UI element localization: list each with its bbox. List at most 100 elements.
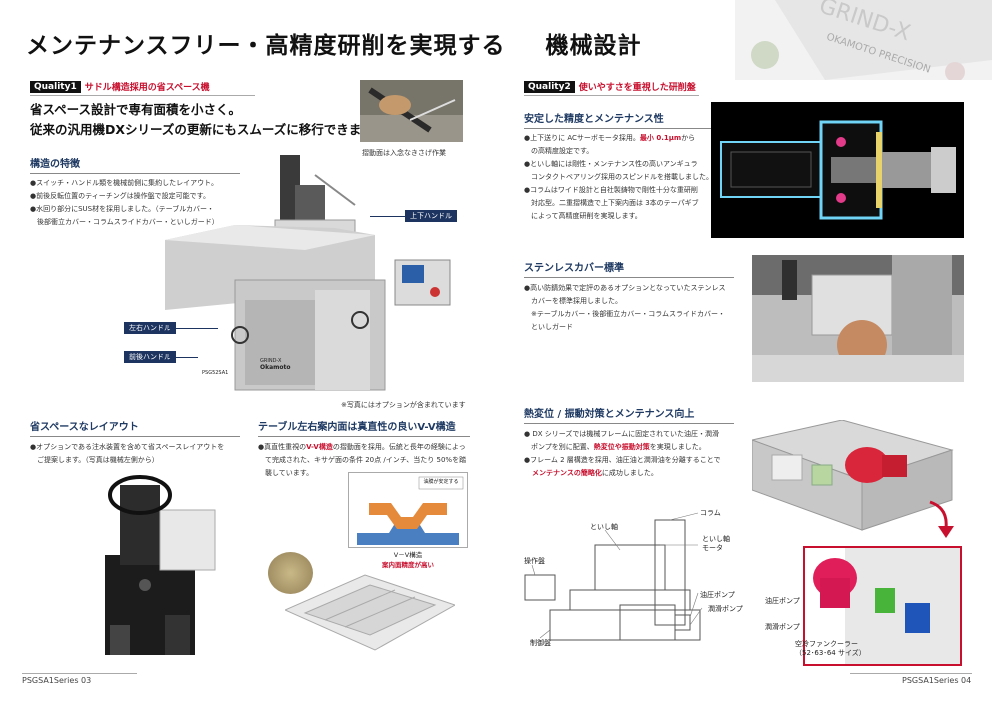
machine-model: PSG52SA1 (202, 370, 229, 376)
label-spindle-motor: といし軸 モータ (702, 535, 730, 553)
label-column: コラム (700, 509, 721, 517)
stainless-list: ●高い防錆効果で定評のあるオプションとなっていたステンレス カバーを標準採用しま… (524, 282, 744, 334)
label-oil-pump: 油圧ポンプ (700, 591, 735, 599)
product-box-photo: GRIND-X OKAMOTO PRECISION (735, 0, 992, 80)
vv-line: て完成された、キサゲ面の条件 20点 /インチ、当たり 50%を踏 (258, 456, 467, 464)
machine-photo (165, 150, 475, 400)
thermal-pre: ポンプを別に配置、 (524, 443, 594, 451)
page-title: メンテナンスフリー・高精度研削を実現する 機械設計 (26, 26, 642, 60)
brand-line: Okamoto (260, 364, 291, 371)
precision-line: コンタクトベアリング採用のスピンドルを搭載しました。 (524, 173, 713, 181)
vv-pre: ●真直性重視の (258, 443, 307, 451)
pump-label-oil: 油圧ポンプ (765, 597, 800, 605)
machine-brand: GRIND-X Okamoto (260, 358, 291, 371)
tag-lr-handle: 左右ハンドル (124, 322, 176, 334)
space-item: ●オプションである注水装置を含めて省スペースレイアウトを (30, 443, 225, 451)
pump-label-lube: 潤滑ポンプ (765, 623, 800, 631)
label-motor-line: といし軸 (702, 535, 730, 543)
quality2-tag: Quality2 使いやすさを重視した研削盤 (524, 80, 696, 93)
footer-right: PSGSA1Series 04 (902, 676, 972, 685)
pump-label-cooler: 空冷ファンクーラー （52･63･64 サイズ） (795, 640, 866, 658)
thermal-line: ●フレーム 2 層構造を採用、油圧油と潤滑油を分離することで (524, 456, 721, 464)
vv-heading: テーブル左右案内面は真直性の良いV-V構造 (258, 418, 470, 437)
vv-diagram: 油膜が安定する (348, 472, 468, 548)
thermal-text: ● DX シリーズでは機械フレームに固定されていた油圧・潤滑 ポンプを別に配置、… (524, 428, 744, 480)
space-item: ご提案します。（写真は機械左側から） (30, 456, 159, 464)
thermal-line: ポンプを別に配置、熱変位や振動対策を実現しました。 (524, 441, 744, 454)
structure-item: ●スイッチ・ハンドル類を機械前側に集約したレイアウト。 (30, 179, 218, 187)
stainless-item: といしガード (524, 323, 573, 331)
divider (30, 95, 255, 96)
thermal-line: メンテナンスの簡略化に成功しました。 (524, 467, 744, 480)
stainless-item: ●高い防錆効果で定評のあるオプションとなっていたステンレス (524, 284, 726, 292)
photo-note: ※写真にはオプションが含まれています (341, 401, 466, 409)
structure-item: 後部衝立カバー・コラムスライドカバー・といしガード） (30, 218, 219, 226)
leader-line (370, 216, 406, 217)
structure-list: ●スイッチ・ハンドル類を機械前側に集約したレイアウト。 ●前後反転位置のティーチ… (30, 177, 245, 229)
scraping-photo (360, 80, 463, 142)
vv-diagram-label: 油膜が安定する (423, 479, 459, 485)
vv-post: の摺動面を採用。伝統と長年の経験によっ (332, 443, 466, 451)
vv-line: ●真直性重視のV-V構造の摺動面を採用。伝統と長年の経験によっ (258, 441, 473, 454)
quality1-badge: Quality1 (30, 80, 81, 93)
vv-caption-red: 案内面精度が高い (382, 561, 434, 569)
machine-line-diagram (510, 505, 740, 655)
quality1-label: サドル構造採用の省スペース機 (84, 83, 210, 93)
thermal-post: に成功しました。 (601, 469, 658, 477)
vv-red: V-V構造 (306, 443, 333, 451)
stainless-item: カバーを標準採用しました。 (524, 297, 622, 305)
frame-isometric-illustration (750, 419, 964, 540)
precision-line: ●といし軸には剛性・メンテナンス性の高いアンギュラ (524, 160, 698, 168)
precision-post: から (681, 134, 696, 142)
pump-detail-box (803, 546, 962, 666)
tag-fb-handle: 前後ハンドル (124, 351, 176, 363)
vv-caption: V－V構造 案内面精度が高い (348, 550, 468, 570)
footer-left: PSGSA1Series 03 (22, 676, 92, 685)
precision-line: によって高精度研削を実現します。 (524, 212, 642, 220)
thermal-heading: 熱変位 / 振動対策とメンテナンス向上 (524, 405, 734, 424)
precision-line: ●上下送りに ACサーボモータ採用。最小 0.1μmから (524, 132, 714, 145)
vv-caption-main: V－V構造 (393, 551, 423, 559)
cooler-line: 空冷ファンクーラー (795, 640, 858, 648)
spindle-cross-section (711, 102, 964, 238)
label-control: 制御盤 (530, 639, 551, 647)
label-panel: 操作盤 (524, 557, 545, 565)
lead-line-1: 省スペース設計で専有面積を小さく。 (30, 102, 242, 117)
footer-rule (22, 673, 137, 674)
stainless-cover-photo (752, 255, 964, 382)
divider (524, 95, 699, 96)
precision-line: 対応型。二重摺構造で上下案内面は 3本のテーパギブ (524, 199, 699, 207)
label-motor-line: モータ (702, 544, 723, 552)
precision-line: ●コラムはワイド設計と自社製鋳物で剛性十分な重研削 (524, 186, 698, 194)
cooler-line: （52･63･64 サイズ） (795, 649, 866, 657)
thermal-red: メンテナンスの簡略化 (532, 469, 602, 477)
thermal-line: ● DX シリーズでは機械フレームに固定されていた油圧・潤滑 (524, 430, 719, 438)
leader-line (168, 328, 218, 329)
down-arrow-icon (928, 500, 958, 540)
leader-line (168, 357, 198, 358)
lead-text: 省スペース設計で専有面積を小さく。 従来の汎用機DXシリーズの更新にもスムーズに… (30, 100, 385, 140)
slideway-illustration (283, 565, 457, 660)
page-title-main: メンテナンスフリー・高精度研削を実現する (26, 33, 506, 59)
precision-text: ●上下送りに ACサーボモータ採用。最小 0.1μmから の高精度設定です。 ●… (524, 132, 714, 223)
brand-line: GRIND-X (260, 358, 282, 364)
precision-red: 最小 0.1μm (639, 134, 682, 142)
stainless-heading: ステンレスカバー標準 (524, 259, 734, 278)
thermal-red: 熱変位や振動対策 (593, 443, 650, 451)
vv-text: ●真直性重視のV-V構造の摺動面を採用。伝統と長年の経験によっ て完成された、キ… (258, 441, 473, 480)
coolant-machine-photo (95, 465, 225, 665)
precision-heading: 安定した精度とメンテナンス性 (524, 110, 734, 129)
thermal-post: を実現しました。 (649, 443, 706, 451)
quality2-label: 使いやすさを重視した研削盤 (578, 83, 696, 93)
stainless-item: ※テーブルカバー・後部衝立カバー・コラムスライドカバー・ (524, 310, 726, 318)
quality1-tag: Quality1 サドル構造採用の省スペース機 (30, 80, 210, 93)
label-spindle: といし軸 (590, 523, 618, 531)
precision-line: の高精度設定です。 (524, 147, 594, 155)
structure-heading: 構造の特徴 (30, 155, 240, 174)
quality2-badge: Quality2 (524, 80, 575, 93)
scraping-texture-photo (268, 552, 313, 594)
page-title-sub: 機械設計 (545, 33, 642, 59)
precision-pre: ●上下送りに ACサーボモータ採用。 (524, 134, 640, 142)
space-list: ●オプションである注水装置を含めて省スペースレイアウトを ご提案します。（写真は… (30, 441, 245, 467)
structure-item: ●前後反転位置のティーチングは操作盤で設定可能です。 (30, 192, 210, 200)
